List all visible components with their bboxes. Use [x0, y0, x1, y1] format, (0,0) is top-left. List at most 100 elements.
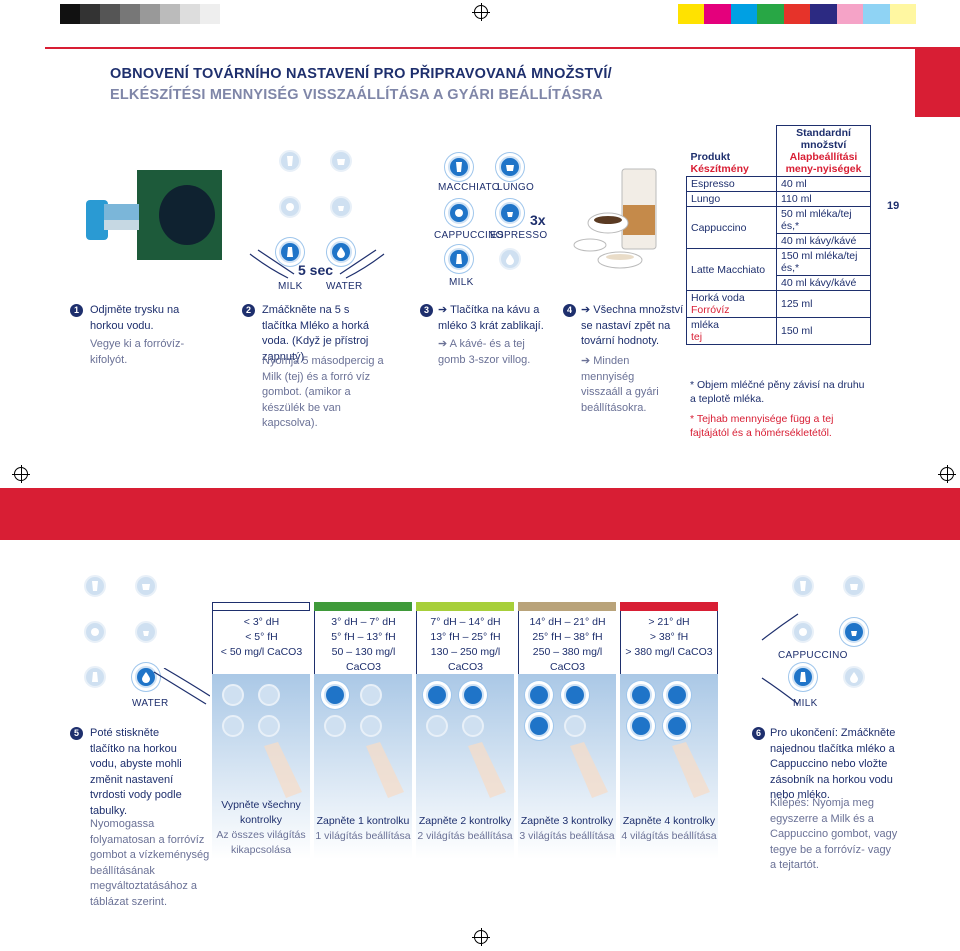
times-three-label: 3x: [530, 212, 546, 228]
lungo-button[interactable]: [462, 684, 484, 706]
cappuccino-button[interactable]: [792, 621, 814, 643]
five-sec-label: 5 sec: [298, 262, 334, 278]
registration-mark-icon: [472, 928, 490, 946]
espresso-button[interactable]: [135, 621, 157, 643]
lungo-button[interactable]: [843, 575, 865, 597]
cappuccino-button[interactable]: [324, 715, 346, 737]
cappuccino-button[interactable]: [279, 196, 301, 218]
milk-label: MILK: [449, 277, 474, 288]
step-number: 6: [752, 727, 765, 740]
milk-button[interactable]: [84, 666, 106, 688]
lungo-button[interactable]: [135, 575, 157, 597]
lungo-button[interactable]: [564, 684, 586, 706]
espresso-button[interactable]: [462, 715, 484, 737]
water-button[interactable]: [330, 241, 352, 263]
espresso-button[interactable]: [564, 715, 586, 737]
table-note-hu: * Tejhab mennyisége függ a tej fajtájátó…: [690, 413, 834, 439]
milk-button[interactable]: [279, 241, 301, 263]
macchiato-button[interactable]: [448, 156, 470, 178]
cappuccino-button[interactable]: [528, 715, 550, 737]
water-button[interactable]: [499, 248, 521, 270]
table-cell: 40 ml: [776, 176, 871, 192]
hardness-color-bar: [212, 602, 310, 611]
table-cell: Cappuccino: [686, 206, 777, 249]
lungo-button[interactable]: [360, 684, 382, 706]
water-label: WATER: [132, 698, 169, 709]
macchiato-button[interactable]: [279, 150, 301, 172]
macchiato-button[interactable]: [528, 684, 550, 706]
step-number: 3: [420, 304, 433, 317]
finger-icon: [153, 668, 210, 705]
finger-icon: [761, 613, 799, 641]
hardness-header: < 3° dH< 5° fH< 50 mg/l CaCO3: [212, 611, 310, 674]
hardness-header: > 21° dH> 38° fH> 380 mg/l CaCO3: [620, 611, 718, 674]
hardness-color-bar: [518, 602, 616, 611]
step-4-text-cz: ➔ Všechna množství se nastaví zpět na to…: [581, 304, 684, 347]
table-head-product: Produkt: [690, 151, 731, 163]
macchiato-button[interactable]: [222, 684, 244, 706]
espresso-button[interactable]: [360, 715, 382, 737]
step-6-text-hu: Kilépés: Nyomja meg egyszerre a Milk és …: [770, 797, 898, 871]
macchiato-label: MACCHIATO: [438, 182, 500, 193]
lungo-label: LUNGO: [497, 182, 535, 193]
step-number: 1: [70, 304, 83, 317]
lungo-button[interactable]: [330, 150, 352, 172]
hardness-color-bar: [416, 602, 514, 611]
milk-button[interactable]: [792, 666, 814, 688]
cappuccino-button[interactable]: [222, 715, 244, 737]
table-cell: 40 ml kávy/kávé: [776, 275, 871, 291]
espresso-button[interactable]: [499, 202, 521, 224]
macchiato-button[interactable]: [426, 684, 448, 706]
step-number: 5: [70, 727, 83, 740]
espresso-button[interactable]: [666, 715, 688, 737]
cappuccino-button[interactable]: [426, 715, 448, 737]
table-head-amount: Standardní množství: [796, 127, 851, 151]
lungo-button[interactable]: [499, 156, 521, 178]
table-cell: Lungo: [686, 191, 777, 207]
hardness-color-bar: [620, 602, 718, 611]
milk-button[interactable]: [448, 248, 470, 270]
water-button[interactable]: [843, 666, 865, 688]
step-4-text-hu: ➔ Minden mennyiség visszaáll a gyári beá…: [581, 355, 659, 414]
water-label: WATER: [326, 281, 363, 292]
step-5-text-cz: Poté stiskněte tlačítko na horkou vodu, …: [90, 727, 182, 817]
finger-icon: [264, 742, 302, 798]
table-cell: tej: [691, 331, 703, 343]
cappuccino-button[interactable]: [630, 715, 652, 737]
espresso-button[interactable]: [843, 621, 865, 643]
table-cell: mléka: [691, 319, 720, 331]
table-cell: 40 ml kávy/kávé: [776, 233, 871, 249]
espresso-button[interactable]: [258, 715, 280, 737]
lungo-button[interactable]: [666, 684, 688, 706]
cappuccino-label: CAPPUCCINO: [434, 230, 504, 241]
cappuccino-button[interactable]: [448, 202, 470, 224]
cups-illustration: [573, 168, 657, 269]
lungo-button[interactable]: [258, 684, 280, 706]
table-cell: Latte Macchiato: [686, 248, 777, 291]
macchiato-button[interactable]: [792, 575, 814, 597]
macchiato-button[interactable]: [84, 575, 106, 597]
macchiato-button[interactable]: [630, 684, 652, 706]
step-5-text-hu: Nyomogassa folyamatosan a forróvíz gombo…: [90, 818, 210, 908]
table-note-cz: * Objem mléčné pěny závisí na druhu a te…: [690, 379, 865, 405]
step-3-text-cz: ➔ Tlačítka na kávu a mléko 3 krát zablik…: [438, 304, 544, 332]
page-subtitle: ELKÉSZÍTÉSI MENNYISÉG VISSZAÁLLÍTÁSA A G…: [110, 87, 603, 103]
water-button[interactable]: [135, 666, 157, 688]
table-cell: 150 ml: [776, 317, 871, 345]
finger-icon: [249, 249, 295, 279]
milk-label: MILK: [793, 698, 818, 709]
gray-registration-bar: [40, 4, 220, 24]
red-section-band: [0, 488, 960, 540]
table-head-amount-hu: Alapbeállítási meny-nyiségek: [785, 151, 862, 175]
table-cell: Espresso: [686, 176, 777, 192]
step-2-text-hu: Nyomja 5 másodpercig a Milk (tej) és a f…: [262, 355, 384, 429]
page-number: 19: [887, 200, 900, 212]
cappuccino-button[interactable]: [84, 621, 106, 643]
macchiato-button[interactable]: [324, 684, 346, 706]
registration-mark-icon: [12, 465, 30, 483]
table-cell: 50 ml mléka/tej és,*: [776, 206, 871, 234]
espresso-button[interactable]: [330, 196, 352, 218]
